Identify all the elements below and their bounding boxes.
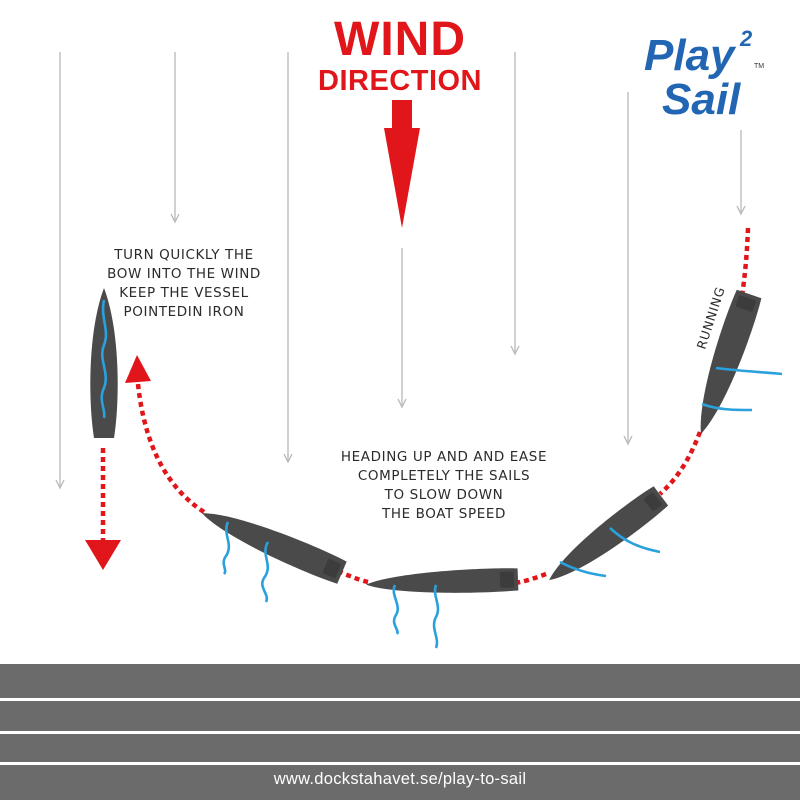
tack-line: BOW INTO THE WIND <box>107 266 261 282</box>
broad-reach-sails <box>559 527 661 578</box>
running-sails <box>701 366 783 412</box>
tack-instruction-label: TURN QUICKLY THE BOW INTO THE WIND KEEP … <box>96 246 272 322</box>
wind-word: WIND <box>334 13 466 66</box>
boat-broad-reach <box>549 486 669 581</box>
course-path <box>100 227 751 586</box>
heading-line: THE BOAT SPEED <box>382 506 506 522</box>
dock-plank <box>0 765 800 800</box>
heading-up-label: HEADING UP AND AND EASE COMPLETELY THE S… <box>336 448 552 524</box>
logo-sail: Sail <box>662 75 741 124</box>
wind-lines <box>55 52 746 490</box>
stop-arrowhead-down <box>85 540 121 570</box>
logo-play: Play <box>644 31 737 80</box>
heading-line: TO SLOW DOWN <box>384 487 504 503</box>
course-segment <box>658 431 703 496</box>
close-hauled-sails <box>222 521 270 603</box>
play2sail-logo: Play Play 2 2 Sail Sail TM <box>641 24 765 128</box>
svg-text:2: 2 <box>739 26 753 51</box>
wind-line-head <box>397 398 407 409</box>
wind-direction-title: WIND DIRECTION <box>300 13 500 97</box>
course-segment <box>135 383 206 514</box>
heading-up-sails <box>392 584 440 649</box>
tack-line: POINTEDIN IRON <box>123 304 245 320</box>
wind-direction-arrow <box>384 100 420 228</box>
wind-line-head <box>283 453 293 464</box>
boat-heading-up <box>366 568 519 593</box>
dock-plank <box>0 701 800 731</box>
heading-line: HEADING UP AND AND EASE <box>340 449 548 465</box>
course-segment <box>739 227 751 297</box>
svg-text:Play: Play <box>644 31 737 80</box>
svg-text:Sail: Sail <box>662 75 741 124</box>
heading-line: COMPLETELY THE SAILS <box>357 468 531 484</box>
dock-plank <box>0 734 800 762</box>
wind-line-head <box>736 205 746 216</box>
dock-plank <box>0 664 800 698</box>
logo-tm: TM <box>754 63 764 70</box>
wind-line-head <box>55 479 65 490</box>
course-segment <box>513 571 547 586</box>
wind-line-head <box>170 213 180 224</box>
dock <box>0 664 800 800</box>
tack-arrowhead-up <box>125 355 151 383</box>
wind-line-head <box>510 345 520 356</box>
boat-close-hauled <box>202 513 347 584</box>
tack-line: KEEP THE VESSEL <box>119 285 249 301</box>
footer-url[interactable]: www.dockstahavet.se/play-to-sail <box>273 770 527 788</box>
boat-in-irons <box>90 288 118 438</box>
logo-two: 2 <box>739 26 753 51</box>
wind-line-head <box>623 435 633 446</box>
direction-word: DIRECTION <box>318 65 482 97</box>
tack-line: TURN QUICKLY THE <box>114 247 254 263</box>
boat-running <box>700 289 762 434</box>
